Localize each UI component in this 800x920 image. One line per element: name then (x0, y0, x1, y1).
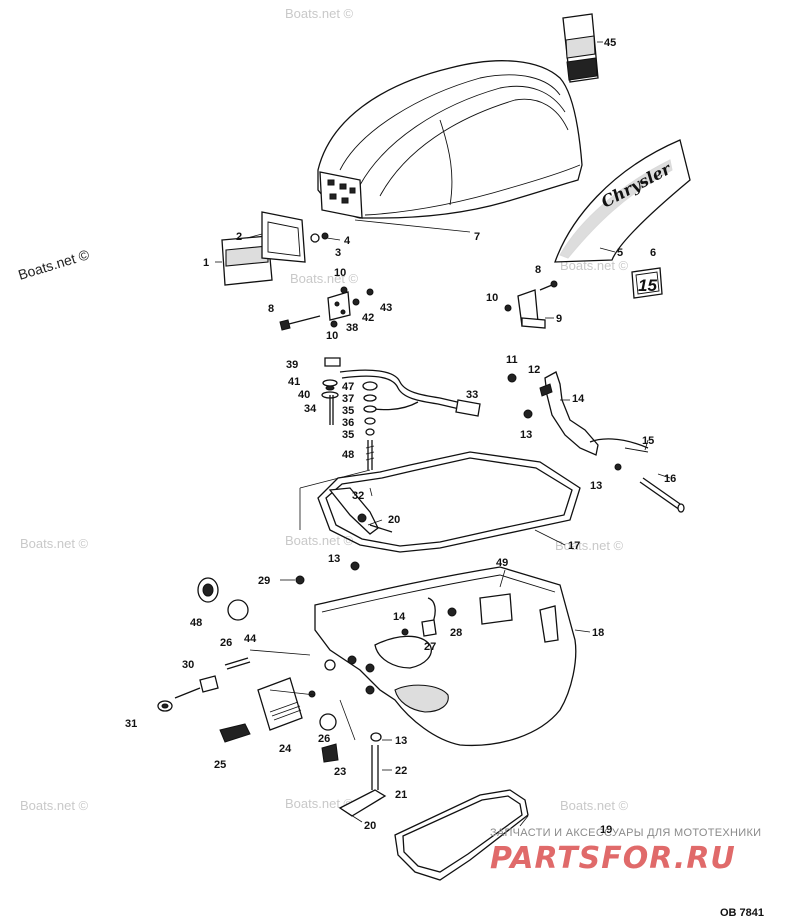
callout-16: 16 (664, 473, 676, 485)
watermark: Boats.net © (560, 798, 629, 813)
callout-12: 12 (528, 364, 540, 376)
callout-30: 30 (182, 659, 194, 671)
callout-41: 41 (288, 376, 300, 388)
callout-38: 38 (346, 322, 358, 334)
lower-motor-pan (314, 561, 577, 747)
callout-33: 33 (466, 389, 478, 401)
callout-26: 26 (318, 733, 330, 745)
callout-22: 22 (395, 765, 407, 777)
callout-49: 49 (496, 557, 508, 569)
callout-21: 21 (395, 789, 407, 801)
callout-17: 17 (568, 540, 580, 552)
watermark: Boats.net © (20, 536, 89, 551)
callout-14: 14 (572, 393, 585, 405)
callout-20: 20 (388, 514, 400, 526)
callout-34: 34 (304, 403, 317, 415)
callout-7: 7 (474, 231, 480, 243)
callout-25: 25 (214, 759, 226, 771)
callout-35: 35 (342, 429, 354, 441)
hp-decal-text: 15 (638, 276, 657, 295)
callout-28: 28 (450, 627, 462, 639)
latch-linkage (321, 357, 481, 470)
callout-39: 39 (286, 359, 298, 371)
latch-bracket-right (504, 280, 558, 329)
callout-20: 20 (364, 820, 376, 832)
callout-43: 43 (380, 302, 392, 314)
watermark: Boats.net © (285, 6, 354, 21)
callout-6: 6 (650, 247, 656, 259)
decal-45 (562, 13, 599, 83)
callout-9: 9 (556, 313, 562, 325)
latch-bracket-left (279, 286, 374, 331)
callout-35: 35 (342, 405, 354, 417)
callout-31: 31 (125, 718, 137, 730)
callout-32: 32 (352, 490, 364, 502)
right-latch-assembly (507, 371, 685, 513)
left-side-parts (157, 575, 339, 763)
front-plate (221, 211, 306, 286)
watermark: Boats.net © (555, 538, 624, 553)
leader-lines (215, 41, 671, 827)
callout-10: 10 (486, 292, 498, 304)
callout-23: 23 (334, 766, 346, 778)
callout-11: 11 (506, 354, 518, 366)
hardware-3-4 (310, 232, 329, 243)
callout-13: 13 (590, 480, 602, 492)
watermark: Boats.net © (16, 246, 91, 283)
callout-27: 27 (424, 641, 436, 653)
callout-5: 5 (617, 247, 623, 259)
callout-13: 13 (395, 735, 407, 747)
callout-24: 24 (279, 743, 292, 755)
watermark: Boats.net © (285, 533, 354, 548)
shop-banner: ЗАПЧАСТИ И АКСЕССУАРЫ ДЛЯ МОТОТЕХНИКИ PA… (490, 827, 761, 876)
callout-10: 10 (334, 267, 346, 279)
callout-13: 13 (328, 553, 340, 565)
callout-26: 26 (220, 637, 232, 649)
callout-37: 37 (342, 393, 354, 405)
shop-banner-subtitle: ЗАПЧАСТИ И АКСЕССУАРЫ ДЛЯ МОТОТЕХНИКИ (490, 827, 761, 839)
hp-decal: 15 (631, 267, 663, 299)
callout-44: 44 (244, 633, 257, 645)
callout-14: 14 (393, 611, 406, 623)
watermark: Boats.net © (20, 798, 89, 813)
callout-1: 1 (203, 257, 209, 269)
callout-2: 2 (236, 231, 242, 243)
watermark: Boats.net © (290, 271, 359, 286)
callout-labels: 45 7 1 2 4 3 5 6 10 8 8 43 42 38 10 10 9… (125, 37, 676, 836)
shop-banner-main: PARTSFOR.RU (490, 841, 736, 876)
callout-8: 8 (535, 264, 541, 276)
callout-29: 29 (258, 575, 270, 587)
seal-17 (317, 451, 581, 553)
callout-10: 10 (326, 330, 338, 342)
top-cowl (317, 60, 583, 219)
watermark: Boats.net © (285, 796, 354, 811)
callout-40: 40 (298, 389, 310, 401)
callout-36: 36 (342, 417, 354, 429)
callout-47: 47 (342, 381, 354, 393)
callout-42: 42 (362, 312, 374, 324)
callout-13: 13 (520, 429, 532, 441)
callout-48: 48 (342, 449, 354, 461)
callout-45: 45 (604, 37, 616, 49)
callout-4: 4 (344, 235, 351, 247)
callout-15: 15 (642, 435, 654, 447)
callout-48: 48 (190, 617, 202, 629)
callout-19: 19 (600, 824, 612, 836)
callout-3: 3 (335, 247, 341, 259)
callout-18: 18 (592, 627, 604, 639)
callout-8: 8 (268, 303, 274, 315)
drawing-code: OB 7841 (720, 907, 764, 919)
